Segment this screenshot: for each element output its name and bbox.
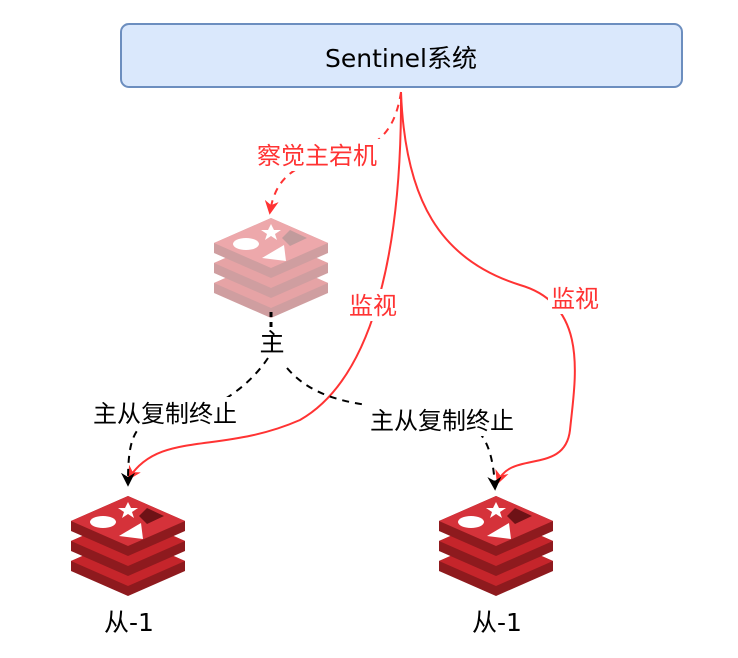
replication-stop-left-label-bg: [86, 397, 244, 429]
replica-right-redis-icon: [439, 496, 553, 596]
monitor-left-label: 监视: [349, 292, 397, 320]
sentinel-box-rect: [120, 23, 683, 88]
sentinel-title: Sentinel系统: [325, 44, 477, 73]
master-label: 主: [259, 328, 284, 357]
monitor-right-label: 监视: [551, 285, 599, 313]
monitor-right-label-bg: [548, 282, 602, 314]
monitor-left-edge: [127, 91, 403, 481]
replication-stop-right-label: 主从复制终止: [370, 407, 514, 435]
replica-left-label: 从-1: [104, 608, 154, 637]
sentinel-system-box[interactable]: Sentinel系统: [120, 23, 683, 88]
replication-stop-right-label-bg: [363, 404, 521, 436]
detect-down-label: 察觉主宕机: [257, 142, 377, 170]
detect-down-label-group: 察觉主宕机: [252, 139, 382, 171]
monitor-left-label-bg: [346, 289, 400, 321]
monitor-left-label-group: 监视: [346, 289, 400, 321]
replication-stop-left-label: 主从复制终止: [93, 400, 237, 428]
monitor-right-label-group: 监视: [548, 282, 602, 314]
replica-left-redis-icon: [71, 496, 185, 596]
monitor-right-edge: [400, 91, 576, 485]
master-redis-icon: [214, 218, 328, 318]
replication-stop-left-edge: [121, 357, 269, 487]
replication-stop-left-label-group: 主从复制终止: [86, 397, 244, 429]
replication-stop-right-label-group: 主从复制终止: [363, 404, 521, 436]
detect-down-label-bg: [252, 139, 382, 171]
replica-right-label: 从-1: [472, 608, 522, 637]
